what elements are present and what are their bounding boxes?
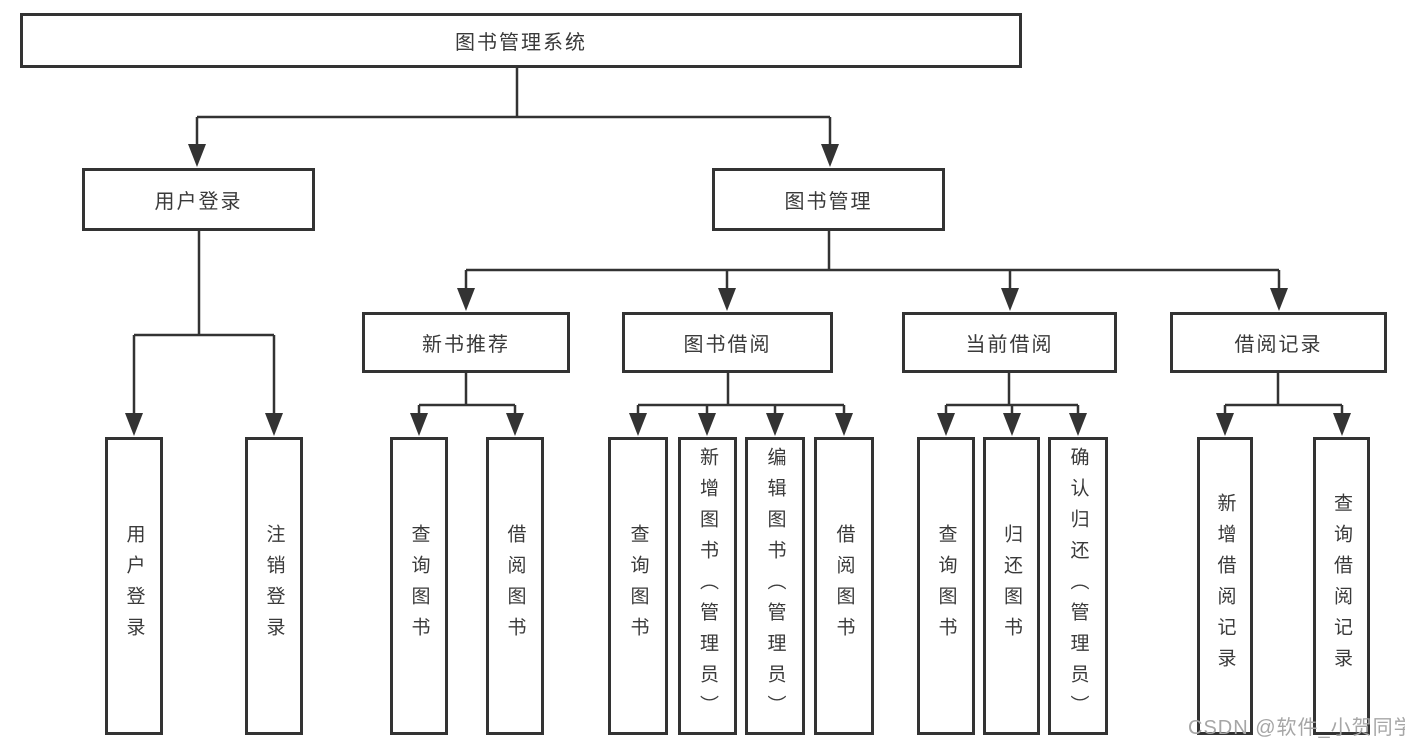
node-root-label: 图书管理系统	[455, 32, 587, 54]
node-root: 图书管理系统	[20, 13, 1022, 68]
node-current-borrowing: 当前借阅	[902, 312, 1117, 373]
leaf-logout: 注销登录	[245, 437, 303, 735]
leaf-borrow-books-recommend-label: 借阅图书	[504, 524, 526, 648]
leaf-query-borrow-record: 查询借阅记录	[1313, 437, 1370, 735]
leaf-add-borrow-record-label: 新增借阅记录	[1214, 493, 1236, 679]
leaf-edit-book-admin-label: 编辑图书（管理员）	[764, 446, 786, 726]
leaf-logout-label: 注销登录	[263, 524, 285, 648]
leaf-borrow-books: 借阅图书	[814, 437, 874, 735]
leaf-query-borrow-record-label: 查询借阅记录	[1331, 493, 1352, 679]
leaf-add-borrow-record: 新增借阅记录	[1197, 437, 1253, 735]
connector-segments	[132, 68, 1344, 418]
leaf-user-login-label: 用户登录	[123, 524, 145, 648]
leaf-query-books-current: 查询图书	[917, 437, 975, 735]
leaf-confirm-return-admin-label: 确认归还（管理员）	[1067, 446, 1089, 726]
leaf-user-login: 用户登录	[105, 437, 163, 735]
leaf-add-book-admin-label: 新增图书（管理员）	[697, 446, 718, 726]
leaf-add-book-admin: 新增图书（管理员）	[678, 437, 737, 735]
leaf-query-books-borrowing-label: 查询图书	[627, 524, 649, 648]
arrowheads	[125, 144, 1351, 436]
leaf-query-books-borrowing: 查询图书	[608, 437, 668, 735]
csdn-watermark: CSDN @软件_小贺同学	[1188, 717, 1405, 739]
node-new-book-recommend-label: 新书推荐	[422, 334, 510, 356]
leaf-borrow-books-recommend: 借阅图书	[486, 437, 544, 735]
leaf-query-books-recommend-label: 查询图书	[408, 524, 430, 648]
leaf-query-books-current-label: 查询图书	[935, 524, 957, 648]
node-current-borrowing-label: 当前借阅	[965, 334, 1054, 356]
node-user-login: 用户登录	[82, 168, 315, 231]
node-user-login-label: 用户登录	[154, 191, 243, 213]
leaf-edit-book-admin: 编辑图书（管理员）	[745, 437, 805, 735]
leaf-query-books-recommend: 查询图书	[390, 437, 448, 735]
node-book-management: 图书管理	[712, 168, 945, 231]
leaf-borrow-books-label: 借阅图书	[833, 524, 855, 648]
leaf-confirm-return-admin: 确认归还（管理员）	[1048, 437, 1108, 735]
node-book-borrowing-label: 图书借阅	[683, 334, 772, 356]
node-book-borrowing: 图书借阅	[622, 312, 833, 373]
node-borrowing-records: 借阅记录	[1170, 312, 1387, 373]
node-book-management-label: 图书管理	[784, 191, 873, 213]
node-borrowing-records-label: 借阅记录	[1234, 334, 1323, 356]
leaf-return-books: 归还图书	[983, 437, 1040, 735]
leaf-return-books-label: 归还图书	[1001, 524, 1022, 648]
node-new-book-recommend: 新书推荐	[362, 312, 570, 373]
